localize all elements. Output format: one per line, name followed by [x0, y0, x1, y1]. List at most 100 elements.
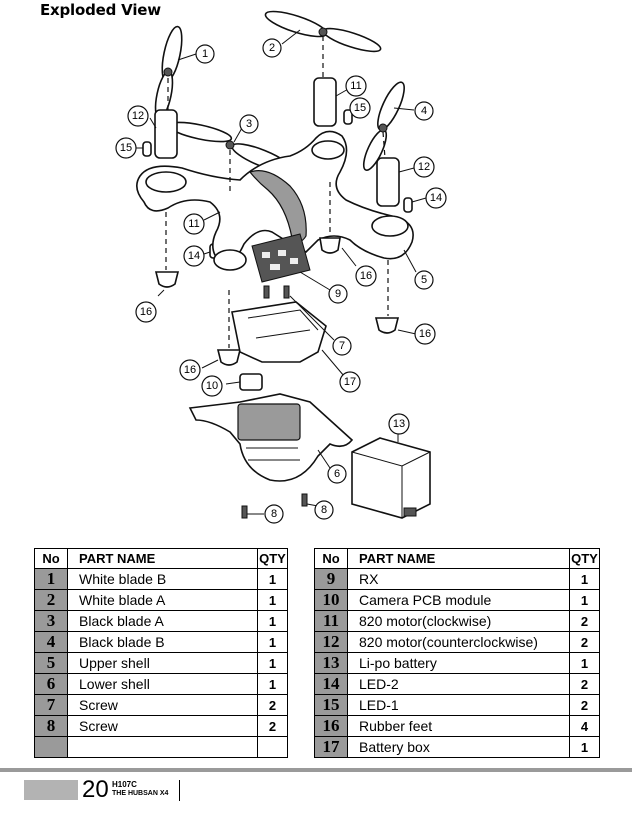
cell-qty: 1 [257, 610, 288, 632]
cell-name: Li-po battery [347, 652, 570, 674]
callout-13: 13 [388, 413, 410, 435]
cell-no: 3 [34, 610, 68, 632]
exploded-view-diagram: 1 2 3 4 5 6 7 8 8 9 10 11 11 12 12 13 14… [115, 10, 447, 524]
cell-no: 12 [314, 631, 348, 653]
header-no: No [34, 548, 68, 569]
header-no: No [314, 548, 348, 569]
callout-2: 2 [262, 38, 282, 58]
cell-qty: 2 [569, 694, 600, 716]
lower-shell [188, 393, 354, 482]
header-qty: QTY [257, 548, 288, 569]
cell-no: 15 [314, 694, 348, 716]
cell-no: 7 [34, 694, 68, 716]
cell-name: RX [347, 568, 570, 590]
callout-label: 10 [206, 380, 218, 392]
callout-label: 15 [354, 102, 366, 114]
cell-no: 8 [34, 715, 68, 737]
callout-label: 9 [335, 288, 341, 300]
callout-9: 9 [328, 284, 348, 304]
cell-no [34, 736, 68, 758]
cell-no: 4 [34, 631, 68, 653]
callout-label: 16 [360, 270, 372, 282]
table-row [34, 736, 288, 758]
callout-label: 16 [184, 364, 196, 376]
cell-qty: 1 [257, 589, 288, 611]
cell-qty: 1 [569, 568, 600, 590]
battery-box [231, 301, 327, 363]
callout-label: 4 [421, 105, 427, 117]
callout-label: 3 [246, 118, 252, 130]
callout-16c: 16 [414, 323, 436, 345]
cell-name: LED-2 [347, 673, 570, 695]
cell-name: Battery box [347, 736, 570, 758]
callout-1: 1 [195, 44, 215, 64]
cell-name: Black blade A [67, 610, 258, 632]
cell-name: 820 motor(clockwise) [347, 610, 570, 632]
header-qty: QTY [569, 548, 600, 569]
cell-name: Upper shell [67, 652, 258, 674]
callout-5: 5 [414, 270, 434, 290]
callout-label: 5 [421, 274, 427, 286]
callout-label: 8 [271, 508, 277, 520]
page-title: Exploded View [40, 1, 161, 19]
footer-gray-block [24, 780, 78, 800]
assembly-lines [165, 36, 389, 348]
callout-15a: 15 [349, 97, 371, 119]
callout-label: 11 [188, 218, 199, 230]
cell-qty: 1 [569, 652, 600, 674]
callout-label: 13 [393, 418, 405, 430]
cell-no: 1 [34, 568, 68, 590]
cell-qty: 2 [569, 673, 600, 695]
footer-model: H107C [112, 780, 137, 789]
callout-label: 16 [419, 328, 431, 340]
header-part-name: PART NAME [67, 548, 258, 569]
page-number: 20 [82, 776, 109, 803]
callout-7: 7 [332, 336, 352, 356]
callout-6: 6 [327, 464, 347, 484]
cell-name: Lower shell [67, 673, 258, 695]
cell-no: 13 [314, 652, 348, 674]
callout-label: 6 [334, 468, 340, 480]
cell-no: 5 [34, 652, 68, 674]
cell-name [67, 736, 258, 758]
cell-no: 14 [314, 673, 348, 695]
callout-11b: 11 [183, 213, 205, 235]
cell-name: Rubber feet [347, 715, 570, 737]
cell-name: White blade A [67, 589, 258, 611]
callout-label: 8 [321, 504, 327, 516]
footer-divider [179, 780, 180, 801]
cell-qty: 2 [569, 631, 600, 653]
footer-rule [0, 768, 632, 772]
callout-14a: 14 [425, 187, 447, 209]
li-po-battery [351, 437, 431, 519]
callout-label: 16 [140, 306, 152, 318]
cell-qty: 1 [257, 631, 288, 653]
callout-16d: 16 [179, 359, 201, 381]
cell-name: Black blade B [67, 631, 258, 653]
cell-qty: 1 [569, 736, 600, 758]
header-part-name: PART NAME [347, 548, 570, 569]
cell-no: 2 [34, 589, 68, 611]
callout-11a: 11 [345, 75, 367, 97]
cell-qty: 2 [569, 610, 600, 632]
callout-3: 3 [239, 114, 259, 134]
callout-16a: 16 [135, 301, 157, 323]
callout-label: 14 [430, 192, 442, 204]
black-blade-b [362, 81, 405, 171]
white-blade-b [154, 25, 183, 120]
callout-label: 7 [339, 340, 345, 352]
callout-10: 10 [201, 375, 223, 397]
callout-label: 2 [269, 42, 275, 54]
callout-8b: 8 [314, 500, 334, 520]
